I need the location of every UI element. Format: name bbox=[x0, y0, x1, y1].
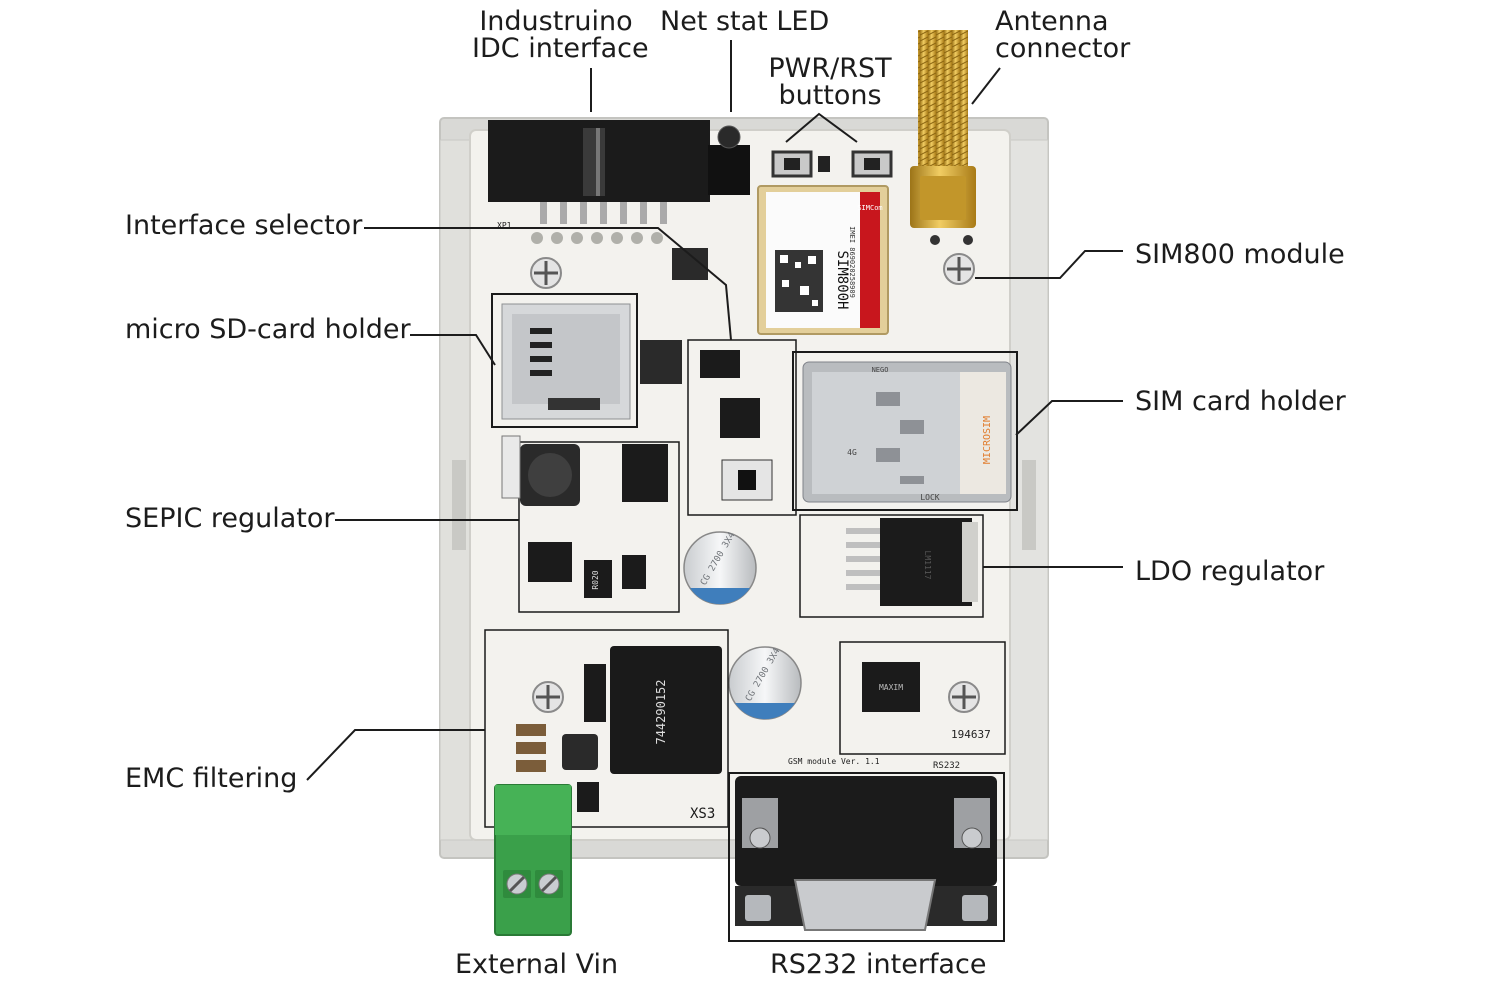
sim-mark-nego: NEGO bbox=[872, 366, 889, 374]
rs232-silk-text: RS232 bbox=[933, 761, 960, 771]
micro-sd-holder bbox=[491, 293, 638, 428]
label-pwr-rst-line2: buttons bbox=[778, 80, 882, 111]
label-rs232: RS232 interface bbox=[770, 949, 987, 980]
label-net-led: Net stat LED bbox=[660, 6, 830, 37]
status-led bbox=[708, 125, 750, 195]
enclosure-clip-right bbox=[1022, 460, 1036, 550]
callout-antenna bbox=[971, 67, 1001, 105]
module-brand-text: SIMCom bbox=[857, 204, 882, 212]
sim-mark-micro: MICROSIM bbox=[982, 416, 993, 464]
inductor-text: 744290152 bbox=[654, 679, 668, 744]
callout-pwr-rst bbox=[785, 112, 858, 143]
db9-connector bbox=[728, 772, 1005, 942]
label-ldo: LDO regulator bbox=[1135, 556, 1325, 587]
sim800-module: SIM800H SIMCom IMEI 869020258909 bbox=[757, 185, 889, 335]
callout-lines bbox=[306, 40, 1123, 781]
callout-sim-holder bbox=[1015, 400, 1123, 436]
callout-sim800 bbox=[975, 250, 1123, 279]
label-pwr-rst: PWR/RST buttons bbox=[765, 55, 895, 109]
label-sepic: SEPIC regulator bbox=[125, 503, 335, 534]
label-antenna-line1: Antenna bbox=[995, 6, 1109, 37]
module-imei-text: IMEI 869020258909 bbox=[848, 226, 856, 298]
label-emc: EMC filtering bbox=[125, 763, 298, 794]
ldo-chip-text: LM1117 bbox=[923, 551, 932, 580]
label-interface-selector: Interface selector bbox=[125, 210, 363, 241]
enclosure-clip-left bbox=[452, 460, 466, 550]
xp1-text: XP1 bbox=[497, 221, 512, 230]
terminal-block bbox=[494, 784, 572, 936]
callout-emc bbox=[306, 729, 485, 781]
sepic-block: R020 bbox=[501, 435, 680, 613]
label-sd-holder: micro SD-card holder bbox=[125, 314, 411, 345]
interface-selector-block bbox=[640, 248, 797, 516]
callout-sd bbox=[410, 334, 496, 366]
label-antenna-line2: connector bbox=[995, 33, 1131, 64]
emc-filter-block: 744290152 XS3 bbox=[484, 629, 729, 828]
label-pwr-rst-line1: PWR/RST bbox=[768, 53, 892, 84]
label-antenna: Antenna connector bbox=[995, 8, 1130, 62]
mounting-screws bbox=[530, 253, 980, 713]
sim-mark-4g: 4G bbox=[847, 448, 857, 457]
pwr-rst-buttons bbox=[771, 150, 893, 178]
label-sim800: SIM800 module bbox=[1135, 239, 1345, 270]
version-text: GSM module Ver. 1.1 bbox=[788, 757, 880, 766]
label-idc: Industruino IDC interface bbox=[472, 6, 649, 64]
label-idc-line1: Industruino bbox=[479, 6, 633, 37]
sim-mark-lock: LOCK bbox=[920, 493, 939, 502]
callout-interface-selector bbox=[364, 227, 732, 341]
module-name-text: SIM800H bbox=[834, 250, 850, 309]
ldo-block: LM1117 bbox=[799, 514, 984, 618]
xs3-text: XS3 bbox=[690, 806, 715, 822]
label-sim-holder: SIM card holder bbox=[1135, 386, 1346, 417]
sma-antenna bbox=[910, 30, 976, 245]
ic-text: MAXIM bbox=[879, 683, 903, 692]
label-idc-line2: IDC interface bbox=[472, 33, 649, 64]
sim-card-holder: MICROSIM LOCK 4G NEGO bbox=[792, 351, 1018, 511]
electrolytic-capacitors: CG 2700 3X4 CG 2700 3X4 bbox=[683, 531, 802, 720]
idc-connector bbox=[488, 120, 710, 244]
resistor-text: R020 bbox=[591, 570, 600, 589]
label-vin: External Vin bbox=[455, 949, 619, 980]
rs232-ic-block: MAXIM 194637 GSM module Ver. 1.1 RS232 X… bbox=[497, 221, 1006, 771]
serial-text: 194637 bbox=[951, 728, 991, 741]
